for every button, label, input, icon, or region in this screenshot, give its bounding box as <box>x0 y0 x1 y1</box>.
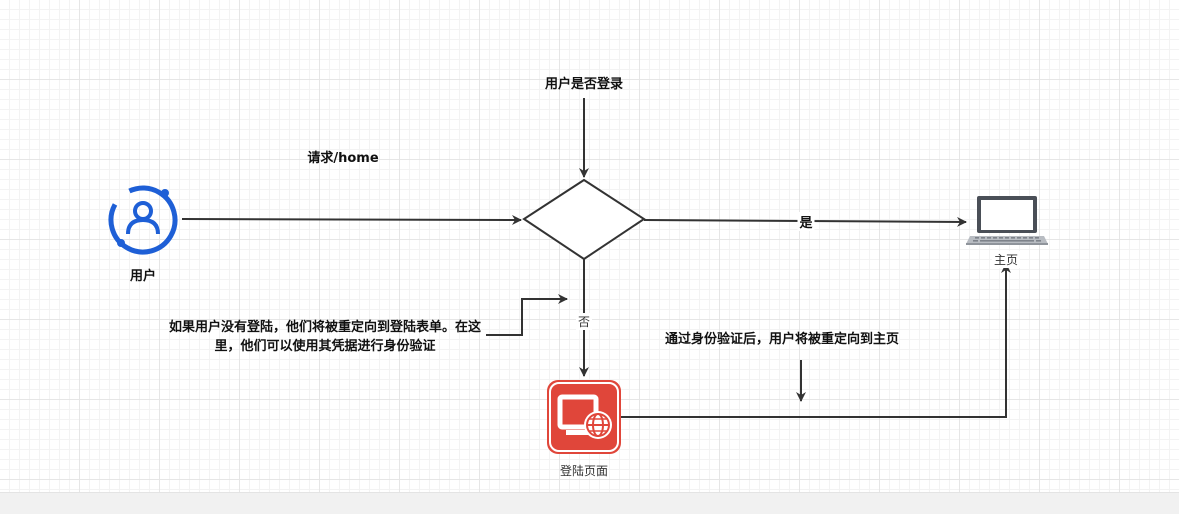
arrow-login-to-homepage <box>621 263 1011 418</box>
bottom-status-bar <box>0 492 1179 514</box>
laptop-icon[interactable] <box>966 196 1048 245</box>
no-edge-label: 否 <box>575 313 593 330</box>
request-edge-label: 请求/home <box>307 151 379 166</box>
after-auth-note: 通过身份验证后，用户将被重定向到主页 <box>665 332 900 347</box>
user-circle-icon[interactable] <box>99 176 186 263</box>
decision-diamond[interactable] <box>522 178 646 261</box>
note-connector-arrow <box>486 294 568 336</box>
user-label: 用户 <box>129 269 157 284</box>
arrow-user-to-decision <box>181 214 522 225</box>
decision-title-label: 用户是否登录 <box>544 77 624 92</box>
redirect-note: 如果用户没有登陆，他们将被重定向到登陆表单。在这里，他们可以使用其凭据进行身份验… <box>168 320 481 354</box>
web-browser-icon[interactable] <box>547 380 621 454</box>
login-page-label: 登陆页面 <box>559 464 609 478</box>
homepage-label: 主页 <box>991 251 1021 268</box>
yes-edge-label: 是 <box>797 212 815 231</box>
